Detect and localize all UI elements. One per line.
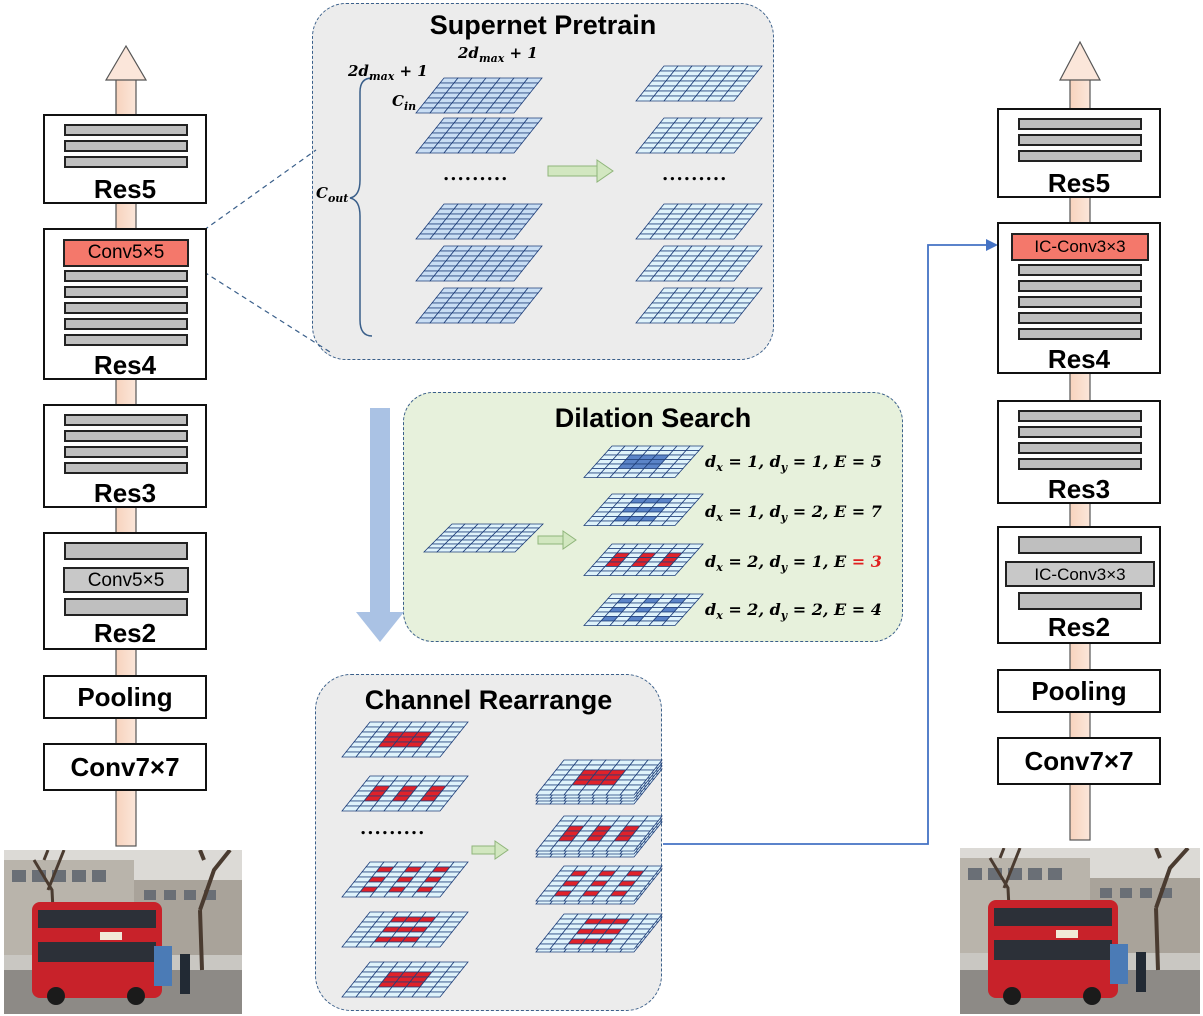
supernet-left-grid-3 (415, 203, 543, 240)
left-res3-label: Res3 (93, 478, 157, 508)
kernel-grids (341, 65, 763, 998)
left-res3-block: Res3 (43, 404, 207, 508)
supernet-right-grid-3 (635, 203, 763, 240)
left-street-photo-icon (4, 850, 242, 1014)
right-res4-label: Res4 (1047, 344, 1111, 374)
channel-ellipsis: ......... (360, 818, 426, 839)
zoom-line-bottom (203, 271, 331, 353)
right-res2-label: Res2 (1047, 612, 1111, 642)
dilation-option-2-grid (583, 493, 704, 526)
c-out-brace-icon (349, 77, 373, 337)
dim-width-label: 2dmax + 1 (348, 62, 428, 83)
zoom-line-top (203, 149, 317, 231)
channel-right-stack-2 (535, 815, 663, 858)
channel-left-grid-4 (341, 911, 469, 948)
channel-right-stack-1 (535, 759, 663, 805)
right-res3-label: Res3 (1047, 474, 1111, 504)
dilation-option-3-grid (583, 543, 704, 576)
supernet-pretrain-panel: Supernet Pretrain (312, 3, 774, 360)
right-res3-block: Res3 (997, 400, 1161, 504)
supernet-left-grid-4 (415, 245, 543, 282)
left-res4-label: Res4 (93, 350, 157, 380)
connector-line (663, 244, 990, 845)
supernet-right-grid-1 (635, 65, 763, 102)
dilation-option-4-equation: dx = 2, dy = 2, E = 4 (705, 600, 882, 623)
left-res2-label: Res2 (93, 618, 157, 648)
right-pooling-block: Pooling (997, 669, 1161, 713)
c-in-label: Cin (392, 92, 417, 113)
right-res4-highlight-conv: IC-Conv3×3 (1011, 233, 1149, 261)
supernet-right-ellipsis: ......... (662, 164, 728, 185)
dilation-option-1-grid (583, 445, 704, 478)
dilation-rightward-arrow-icon (537, 530, 577, 550)
right-res5-label: Res5 (1047, 168, 1111, 198)
channel-rightward-arrow-icon (471, 840, 509, 860)
left-stem-conv-block: Conv7×7 (43, 743, 207, 791)
dilation-input-grid (423, 523, 544, 553)
dilation-option-3-equation: dx = 2, dy = 1, E = 3 (705, 552, 882, 575)
dim-depth-label: 2dmax + 1 (458, 44, 538, 65)
channel-right-stack-4 (535, 913, 663, 953)
supernet-left-grid-1 (415, 77, 543, 114)
left-res2-middle-conv: Conv5×5 (63, 567, 189, 593)
channel-left-grid-1 (341, 721, 469, 758)
dilation-option-1-equation: dx = 1, dy = 1, E = 5 (705, 452, 882, 475)
dilation-option-4-grid (583, 593, 704, 626)
channel-rearrange-title: Channel Rearrange (364, 685, 613, 715)
right-res2-block: IC-Conv3×3 Res2 (997, 526, 1161, 644)
channel-right-stack-3 (535, 865, 663, 905)
supernet-left-grid-5 (415, 287, 543, 324)
left-pooling-block: Pooling (43, 675, 207, 719)
channel-left-grid-3 (341, 861, 469, 898)
supernet-left-grid-2 (415, 117, 543, 154)
left-res5-block: Res5 (43, 114, 207, 204)
left-res5-label: Res5 (93, 174, 157, 204)
c-out-label: Cout (316, 184, 349, 205)
left-res4-block: Conv5×5 Res4 (43, 228, 207, 380)
left-res2-block: Conv5×5 Res2 (43, 532, 207, 650)
supernet-right-grid-2 (635, 117, 763, 154)
supernet-rightward-arrow-icon (547, 159, 614, 183)
right-res5-block: Res5 (997, 108, 1161, 198)
right-street-photo-icon (960, 848, 1200, 1014)
downward-arrow-icon (356, 408, 404, 642)
channel-left-grid-5 (341, 961, 469, 998)
supernet-pretrain-title: Supernet Pretrain (429, 10, 657, 40)
supernet-right-grid-4 (635, 245, 763, 282)
right-res2-middle-conv: IC-Conv3×3 (1005, 561, 1155, 587)
connector-arrowhead-icon (986, 239, 998, 251)
supernet-left-ellipsis: ......... (443, 164, 509, 185)
left-res4-highlight-conv: Conv5×5 (63, 239, 189, 267)
supernet-right-grid-5 (635, 287, 763, 324)
right-res4-block: IC-Conv3×3 Res4 (997, 222, 1161, 374)
dilation-search-title: Dilation Search (554, 403, 752, 433)
channel-left-grid-2 (341, 775, 469, 812)
right-stem-conv-block: Conv7×7 (997, 737, 1161, 785)
dilation-option-2-equation: dx = 1, dy = 2, E = 7 (705, 502, 882, 525)
